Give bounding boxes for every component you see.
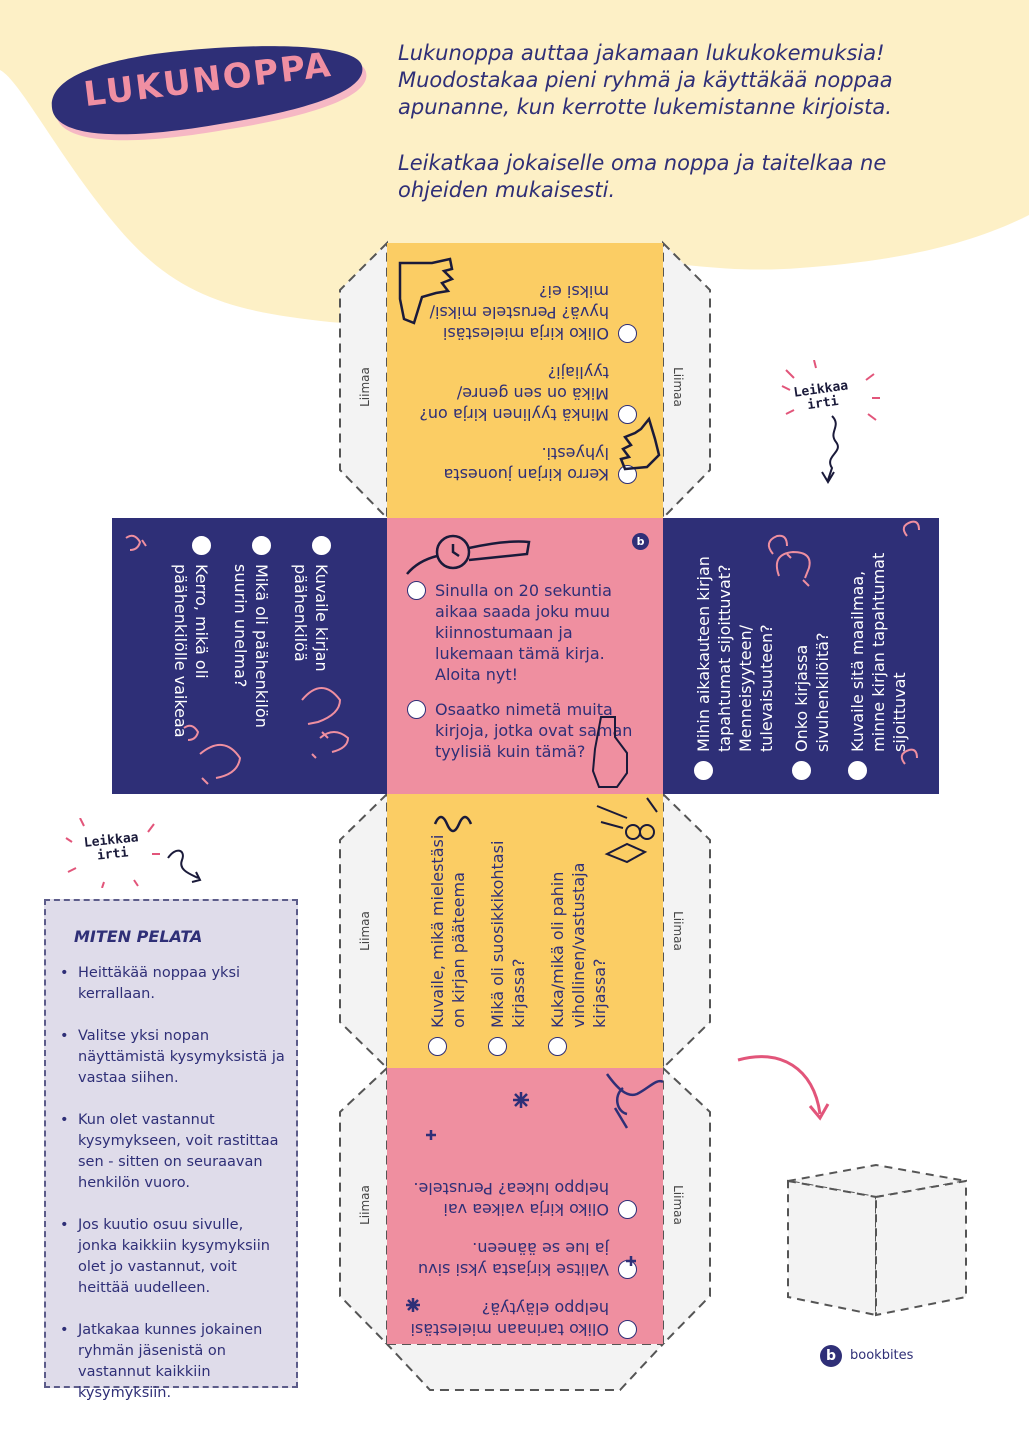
how-to-play-list: Heittäkää noppaa yksi kerrallaan. Valits… bbox=[60, 963, 285, 1425]
face-center: b Sinulla on 20 sekuntia aikaa saada jok… bbox=[387, 518, 663, 794]
question-item[interactable]: Kerro kirjan juonesta lyhyesti. bbox=[405, 443, 637, 485]
checkbox[interactable] bbox=[407, 700, 426, 719]
checkbox[interactable] bbox=[407, 581, 426, 600]
checkbox[interactable] bbox=[488, 1037, 507, 1056]
cube-illustration bbox=[787, 1163, 967, 1317]
glue-label: Liimaa bbox=[670, 911, 685, 951]
title-badge bbox=[51, 46, 367, 141]
glue-label: Liimaa bbox=[357, 1185, 372, 1225]
list-item: Valitse yksi nopan näyttämistä kysymyksi… bbox=[60, 1026, 285, 1089]
how-to-play-box: MITEN PELATA Heittäkää noppaa yksi kerra… bbox=[44, 899, 298, 1401]
glue-label: Liimaa bbox=[670, 1185, 685, 1225]
question-item[interactable]: Osaatko nimetä muita kirjoja, jotka ovat… bbox=[407, 699, 652, 762]
question-item[interactable]: Kuvaile, mikä mielestäsi on kirjan pääte… bbox=[427, 826, 469, 1056]
glue-label: Liimaa bbox=[357, 367, 372, 407]
cut-here-doodle bbox=[65, 818, 202, 888]
checkbox[interactable] bbox=[548, 1037, 567, 1056]
star-doodles bbox=[406, 1073, 663, 1312]
question-mark-doodles bbox=[125, 534, 350, 785]
question-item[interactable]: Sinulla on 20 sekuntia aikaa saada joku … bbox=[407, 580, 652, 685]
brand-name: bookbites bbox=[850, 1348, 914, 1363]
question-item[interactable]: Minkä tyylinen kirja on? Mikä on sen gen… bbox=[405, 362, 637, 425]
bookbites-logo-icon: b bbox=[632, 533, 649, 550]
intro-paragraph-1: Lukunoppa auttaa jakamaan lukukokemuksia… bbox=[398, 41, 893, 119]
face-top: Kerro kirjan juonesta lyhyesti. Minkä ty… bbox=[387, 243, 663, 518]
hand-doodle bbox=[591, 716, 628, 788]
glue-label: Liimaa bbox=[670, 367, 685, 407]
face-bottom: Oliko tarinaan mielestäsi helppo eläytyä… bbox=[387, 1068, 663, 1344]
how-to-play-title: MITEN PELATA bbox=[74, 927, 203, 946]
glue-label: Liimaa bbox=[357, 911, 372, 951]
list-item: Kun olet vastannut kysymykseen, voit ras… bbox=[60, 1110, 285, 1194]
arrow-icon bbox=[737, 1055, 830, 1121]
squiggle-doodle bbox=[433, 815, 473, 833]
question-item[interactable]: Mikä oli suosikkikohtasi kirjassa? bbox=[487, 826, 529, 1056]
list-item: Jos kuutio osuu sivulle, jonka kaikkiin … bbox=[60, 1215, 285, 1299]
face-right: Mihin aikakauteen kirjan tapahtumat sijo… bbox=[663, 518, 939, 794]
face-left: Kuvaile kirjan päähenkilöä Mikä oli pääh… bbox=[112, 518, 387, 794]
cut-here-doodle bbox=[781, 360, 880, 484]
watch-doodle bbox=[406, 534, 531, 575]
bookbites-logo-icon: b bbox=[820, 1345, 842, 1367]
checkbox[interactable] bbox=[618, 324, 637, 343]
hands-doodle bbox=[596, 797, 658, 864]
intro-paragraph-2: Leikatkaa jokaiselle oma noppa ja taitel… bbox=[398, 151, 887, 202]
question-mark-doodles bbox=[767, 520, 920, 765]
list-item: Heittäkää noppaa yksi kerrallaan. bbox=[60, 963, 285, 1005]
thumbs-up-doodle bbox=[619, 416, 661, 471]
face-lower: Kuvaile, mikä mielestäsi on kirjan pääte… bbox=[387, 794, 663, 1068]
thumbs-down-doodle bbox=[398, 257, 455, 325]
checkbox[interactable] bbox=[428, 1037, 447, 1056]
list-item: Jatkakaa kunnes jokainen ryhmän jäsenist… bbox=[60, 1320, 285, 1404]
